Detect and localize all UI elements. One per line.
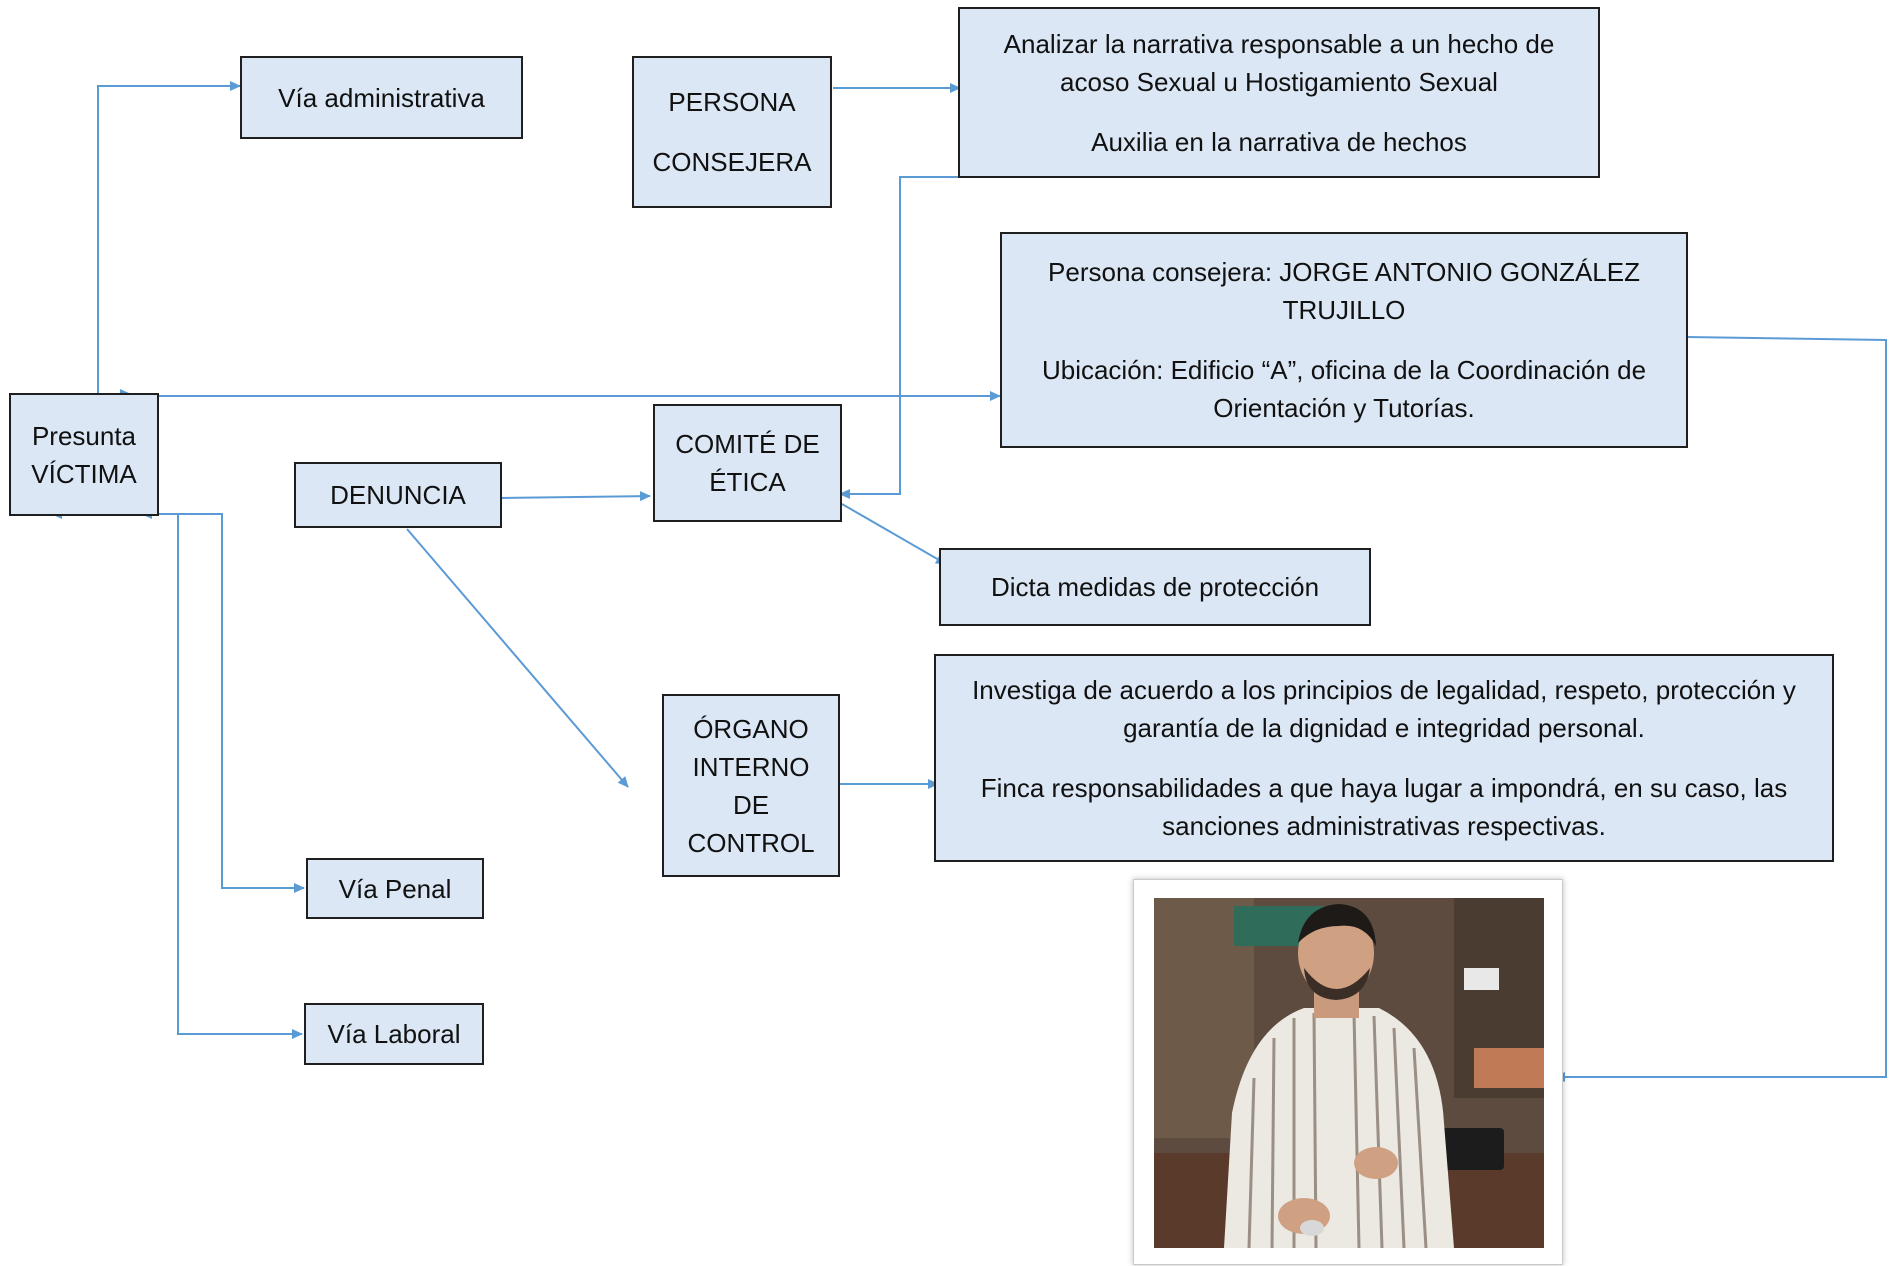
comite-line-2: ÉTICA (709, 467, 786, 497)
via-penal-box: Vía Penal (306, 858, 484, 919)
presunta-victima-box: Presunta VÍCTIMA (9, 393, 159, 516)
victima-line: VÍCTIMA (31, 458, 137, 489)
edge-victima-via-administrativa (97, 81, 241, 394)
persona-consejera-line-2: CONSEJERA (652, 147, 812, 177)
denuncia-box: DENUNCIA (294, 462, 502, 528)
via-laboral-box: Vía Laboral (304, 1003, 484, 1065)
dicta-medidas-label: Dicta medidas de protección (990, 572, 1320, 602)
edge-analizar-comite (839, 176, 960, 499)
via-laboral-label: Vía Laboral (327, 1019, 461, 1049)
organo-interno-box: ÓRGANO INTERNO DE CONTROL (662, 694, 840, 877)
organo-line-3: DE (732, 789, 770, 820)
comite-etica-box: COMITÉ DE ÉTICA (653, 404, 842, 522)
analizar-box: Analizar la narrativa responsable a un h… (958, 7, 1600, 178)
finca-text: Finca responsabilidades a que haya lugar… (980, 773, 1788, 841)
dicta-medidas-box: Dicta medidas de protección (939, 548, 1371, 626)
edge-denuncia-comite (501, 491, 651, 502)
investiga-box: Investiga de acuerdo a los principios de… (934, 654, 1834, 862)
organo-line-1: ÓRGANO (693, 713, 809, 744)
via-penal-label: Vía Penal (338, 873, 452, 904)
consejera-photo-frame (1133, 879, 1563, 1265)
comite-line-1: COMITÉ DE (675, 429, 820, 459)
consejera-info-box: Persona consejera: JORGE ANTONIO GONZÁLE… (1000, 232, 1688, 448)
auxilia-text: Auxilia en la narrativa de hechos (1091, 126, 1467, 157)
organo-line-4: CONTROL (687, 827, 815, 858)
person-photo-icon (1154, 898, 1544, 1248)
consejera-location-text: Ubicación: Edificio “A”, oficina de la C… (1041, 355, 1647, 423)
edge-victima-via-penal (140, 513, 305, 893)
persona-consejera-box: PERSONA CONSEJERA (632, 56, 832, 208)
denuncia-label: DENUNCIA (330, 480, 466, 510)
consejera-name-text: Persona consejera: JORGE ANTONIO GONZÁLE… (1048, 257, 1640, 325)
via-administrativa-label: Vía administrativa (278, 82, 485, 113)
via-administrativa-box: Vía administrativa (240, 56, 523, 139)
presunta-line: Presunta (31, 420, 137, 451)
edge-victima-via-laboral (177, 514, 303, 1039)
persona-consejera-line-1: PERSONA (668, 87, 796, 117)
analizar-text: Analizar la narrativa responsable a un h… (1003, 28, 1555, 97)
investiga-text: Investiga de acuerdo a los principios de… (972, 675, 1796, 743)
organo-line-2: INTERNO (692, 751, 810, 782)
edge-comite-dicta (841, 503, 947, 565)
edge-denuncia-organo (406, 528, 629, 788)
